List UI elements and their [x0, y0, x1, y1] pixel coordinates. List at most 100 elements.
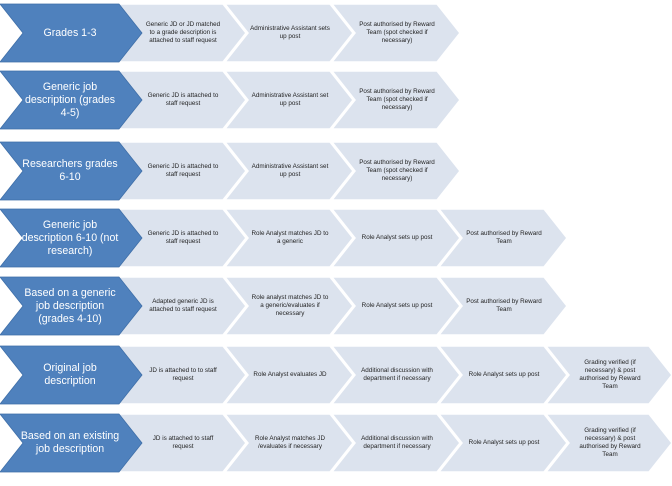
process-step-label: Generic JD is attached to staff request [147, 92, 219, 107]
row-header-shape [0, 208, 143, 268]
row-header-chevron [0, 345, 143, 405]
process-step-label: Role Analyst sets up post [468, 371, 540, 378]
process-step-chevron [223, 276, 354, 336]
process-step-chevron [330, 141, 461, 201]
process-step: Role analyst matches JD to a generic/eva… [223, 276, 354, 336]
process-step-chevron [437, 345, 568, 405]
process-step-label-box: Grading verified (if necessary) & post a… [571, 414, 649, 472]
process-step-chevron [544, 413, 672, 473]
process-step-label: Grading verified (if necessary) & post a… [579, 359, 641, 390]
process-step-label-box: Additional discussion with department if… [357, 414, 437, 472]
process-step-label: Role analyst matches JD to a generic/eva… [251, 294, 329, 317]
process-step-label-box: Role Analyst matches JD /evaluates if ne… [250, 414, 330, 472]
row-header-label-box: Based on an existing job description [19, 414, 121, 472]
process-row: Generic JD is attached to staff request A… [0, 141, 672, 201]
process-step-label-box: Role Analyst matches JD to a generic [250, 209, 330, 267]
process-step-shape [330, 345, 461, 405]
process-step-shape [437, 345, 568, 405]
process-step-label-box: Post authorised by Reward Team [464, 277, 544, 335]
process-step-label-box: Additional discussion with department if… [357, 346, 437, 404]
process-step-shape [330, 141, 461, 201]
process-step-shape [330, 276, 461, 336]
process-step: Role Analyst evaluates JD [223, 345, 354, 405]
process-step-chevron [223, 413, 354, 473]
row-header-shape [0, 3, 143, 63]
process-step-label: Role Analyst sets up post [361, 234, 433, 241]
process-row: Generic JD is attached to staff request R… [0, 208, 672, 268]
row-header-label: Based on a generic job description (grad… [24, 286, 116, 325]
process-step-label-box: JD is attached to staff request [143, 414, 223, 472]
process-step-chevron [330, 70, 461, 130]
process-step: Role Analyst matches JD /evaluates if ne… [223, 413, 354, 473]
process-step-label-box: Role analyst matches JD to a generic/eva… [250, 277, 330, 335]
row-header-shape [0, 276, 143, 336]
process-step-shape [223, 208, 354, 268]
process-row: Adapted generic JD is attached to staff … [0, 276, 672, 336]
row-header-chevron [0, 413, 143, 473]
process-step-label: Administrative Assistant set up post [251, 163, 329, 178]
process-step-chevron [330, 208, 461, 268]
process-step-label-box: Role Analyst sets up post [357, 277, 437, 335]
process-step-chevron [437, 413, 568, 473]
process-step-shape [330, 208, 461, 268]
row-header: Generic job description (grades 4-5) [0, 70, 143, 130]
process-step-chevron [223, 70, 354, 130]
process-step-chevron [223, 345, 354, 405]
process-step-label-box: Generic JD is attached to staff request [143, 209, 223, 267]
process-step: Role Analyst sets up post [330, 208, 461, 268]
row-header-label: Researchers grades 6-10 [22, 158, 118, 183]
process-step-chevron [330, 345, 461, 405]
process-step: Administrative Assistant sets up post [223, 3, 354, 63]
process-step-label: Role Analyst evaluates JD [253, 371, 327, 378]
row-header: Based on an existing job description [0, 413, 143, 473]
process-step-label-box: Administrative Assistant set up post [250, 71, 330, 129]
process-row: Generic JD is attached to staff request A… [0, 70, 672, 130]
process-step-label: Role Analyst sets up post [361, 302, 433, 309]
process-step-label-box: Post authorised by Reward Team (spot che… [357, 142, 437, 200]
row-header: Based on a generic job description (grad… [0, 276, 143, 336]
row-header-chevron [0, 208, 143, 268]
process-step-label-box: Generic JD is attached to staff request [143, 142, 223, 200]
process-step-label: JD is attached to to staff request [149, 367, 217, 382]
process-step-label: Generic JD is attached to staff request [147, 163, 219, 178]
process-step: Additional discussion with department if… [330, 345, 461, 405]
row-header-shape [0, 345, 143, 405]
process-step-label: Post authorised by Reward Team (spot che… [359, 88, 435, 111]
process-step-label-box: Generic JD is attached to staff request [143, 71, 223, 129]
row-header-chevron [0, 276, 143, 336]
process-step: Post authorised by Reward Team (spot che… [330, 141, 461, 201]
row-header: Grades 1-3 [0, 3, 143, 63]
process-step: Generic JD is attached to staff request [116, 141, 247, 201]
process-step-label-box: Adapted generic JD is attached to staff … [143, 277, 223, 335]
process-step: Administrative Assistant set up post [223, 70, 354, 130]
process-step-shape [223, 141, 354, 201]
process-step: Post authorised by Reward Team [437, 276, 568, 336]
row-header: Generic job description 6-10 (not resear… [0, 208, 143, 268]
process-row: Generic JD or JD matched to a grade desc… [0, 3, 672, 63]
process-step: Role Analyst sets up post [437, 345, 568, 405]
process-step-shape [223, 276, 354, 336]
process-step-chevron [223, 208, 354, 268]
process-step: Post authorised by Reward Team (spot che… [330, 3, 461, 63]
row-header-label: Based on an existing job description [20, 430, 120, 455]
process-step-label: Additional discussion with department if… [361, 367, 433, 382]
process-step: Grading verified (if necessary) & post a… [544, 413, 672, 473]
process-step-shape [223, 413, 354, 473]
process-step-label-box: Post authorised by Reward Team (spot che… [357, 71, 437, 129]
row-header: Original job description [0, 345, 143, 405]
process-step-label-box: Post authorised by Reward Team (spot che… [357, 4, 437, 62]
row-header-label-box: Generic job description (grades 4-5) [19, 71, 121, 129]
row-header-label-box: Generic job description 6-10 (not resear… [19, 209, 121, 267]
process-step-label-box: JD is attached to to staff request [143, 346, 223, 404]
row-header-chevron [0, 3, 143, 63]
row-header-label-box: Based on a generic job description (grad… [19, 277, 121, 335]
row-header: Researchers grades 6-10 [0, 141, 143, 201]
process-step-shape [437, 413, 568, 473]
process-step-label: Administrative Assistant set up post [251, 92, 329, 107]
row-header-shape [0, 141, 143, 201]
process-step-label-box: Administrative Assistant sets up post [250, 4, 330, 62]
process-step-label: Post authorised by Reward Team [466, 230, 542, 245]
process-step-label-box: Post authorised by Reward Team [464, 209, 544, 267]
process-step-chevron [223, 141, 354, 201]
process-step-label: Adapted generic JD is attached to staff … [149, 298, 217, 313]
